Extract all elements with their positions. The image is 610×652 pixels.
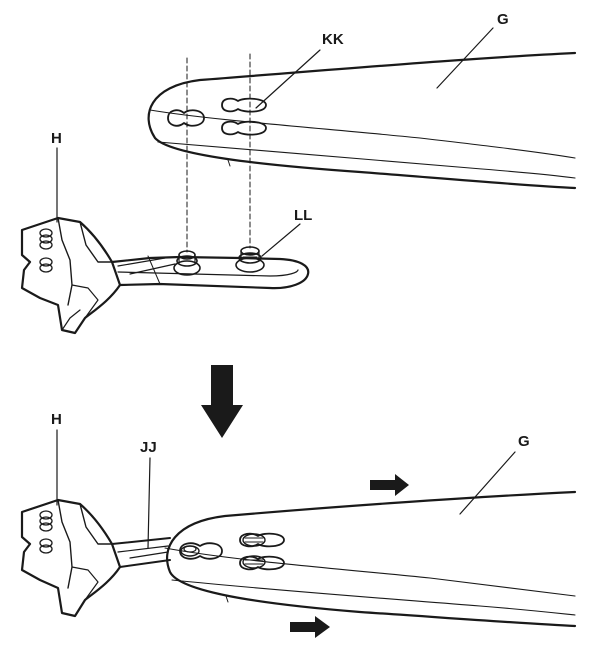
spring-lower-bottom xyxy=(39,538,53,554)
guide-bar-top xyxy=(147,51,577,253)
label-kk: KK xyxy=(322,31,344,48)
bolt-right-top xyxy=(235,246,265,273)
bar-hole-bolt-left xyxy=(179,542,223,560)
powerhead-top xyxy=(20,216,310,335)
right-arrow-icon xyxy=(290,616,330,638)
right-arrow-icon xyxy=(370,474,409,496)
spring-lower-top xyxy=(39,257,53,273)
down-arrow-icon xyxy=(201,365,243,438)
leader-jj xyxy=(147,457,151,549)
label-jj: JJ xyxy=(140,439,157,456)
bar-holes-kk xyxy=(221,97,267,136)
top-panel: G KK H LL xyxy=(20,11,577,335)
spring-upper-bottom xyxy=(39,510,53,532)
bar-hole-bolt-right-upper xyxy=(239,532,285,548)
bottom-panel: H JJ G xyxy=(20,411,577,638)
leader-ll xyxy=(261,223,301,257)
spring-upper-top xyxy=(39,228,53,250)
powerhead-bottom xyxy=(20,498,171,618)
label-g-top: G xyxy=(497,11,509,28)
bar-hole-bolt-right-lower xyxy=(239,555,285,571)
label-h-top: H xyxy=(51,130,62,147)
label-h-bottom: H xyxy=(51,411,62,428)
bolt-left-top xyxy=(173,250,201,276)
guide-bar-bottom xyxy=(164,490,577,628)
label-g-bottom: G xyxy=(518,433,530,450)
leader-g-bottom xyxy=(459,451,516,515)
leader-g-top xyxy=(436,27,494,89)
bar-hole-left xyxy=(167,109,205,127)
leader-kk xyxy=(255,49,321,109)
label-ll: LL xyxy=(294,207,312,224)
